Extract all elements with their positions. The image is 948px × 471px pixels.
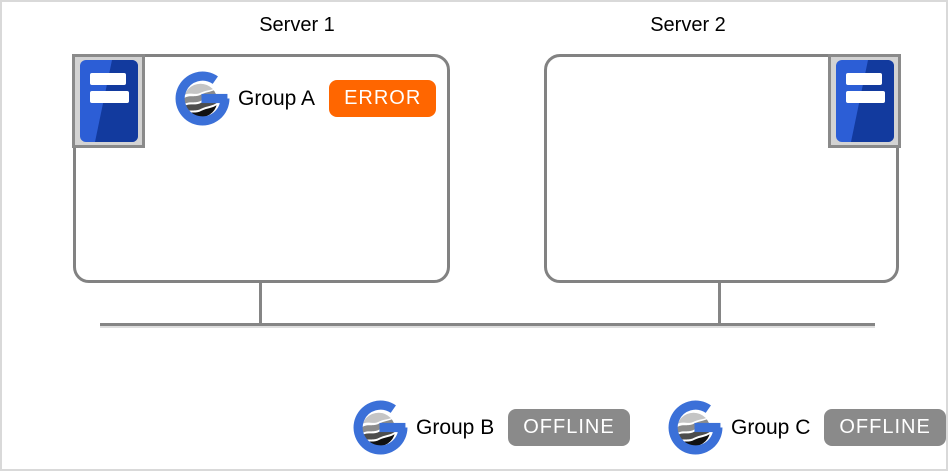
server2-title: Server 2 <box>650 14 726 36</box>
server2-network-connector <box>718 283 721 326</box>
status-badge-error: ERROR <box>329 80 437 117</box>
status-badge-offline: OFFLINE <box>508 409 630 446</box>
group-globe-icon <box>174 70 231 127</box>
network-bus-line <box>100 323 875 326</box>
group-name: Group C <box>731 415 811 439</box>
group-c-node[interactable]: Group C OFFLINE <box>667 399 946 456</box>
server1-title: Server 1 <box>259 14 335 36</box>
group-a-node[interactable]: Group A ERROR <box>174 70 437 127</box>
status-badge-offline: OFFLINE <box>824 409 946 446</box>
group-name: Group A <box>238 86 316 110</box>
server1-network-connector <box>259 283 262 326</box>
group-name: Group B <box>416 415 495 439</box>
group-globe-icon <box>352 399 409 456</box>
group-b-node[interactable]: Group B OFFLINE <box>352 399 630 456</box>
server-icon[interactable] <box>828 54 901 148</box>
server-icon[interactable] <box>72 54 145 148</box>
group-globe-icon <box>667 399 724 456</box>
